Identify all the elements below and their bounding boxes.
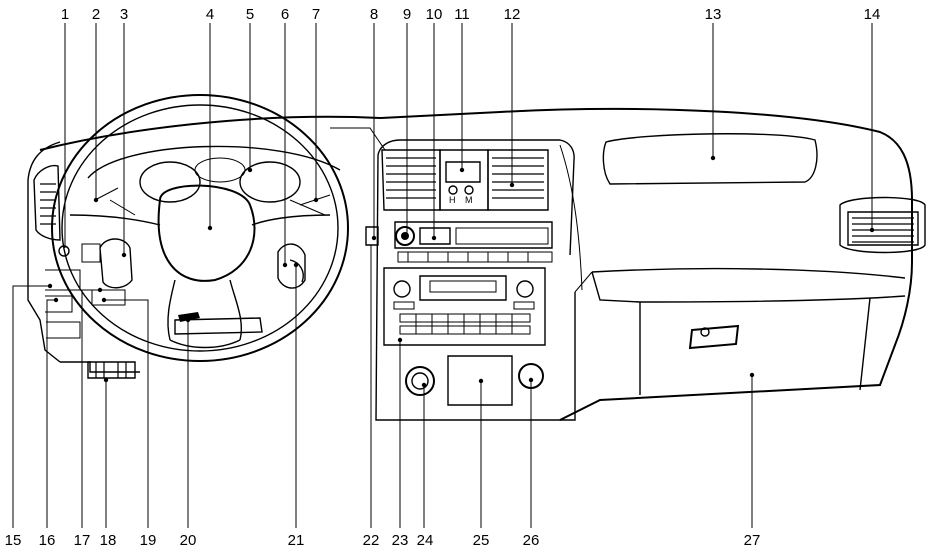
callout-11: 11 [454,6,470,23]
right-switch-cluster [277,243,306,289]
left-switch-cluster [45,238,136,379]
hazard-switch [365,226,379,246]
callout-19: 19 [140,532,157,549]
callout-13: 13 [705,6,722,23]
callout-18: 18 [100,532,117,549]
callout-1: 1 [61,6,69,23]
callout-27: 27 [744,532,761,549]
callout-8: 8 [370,6,378,23]
callout-16: 16 [39,532,56,549]
callout-numbers: 1 2 3 4 5 6 7 8 9 10 11 12 13 14 15 16 1… [5,6,881,549]
callout-14: 14 [864,6,881,23]
callout-2: 2 [92,6,100,23]
callout-26: 26 [523,532,540,549]
mirror-switch-left-label: H [449,195,456,205]
callout-3: 3 [120,6,128,23]
callout-25: 25 [473,532,490,549]
callout-4: 4 [206,6,214,23]
callout-15: 15 [5,532,22,549]
callout-23: 23 [392,532,409,549]
callout-17: 17 [74,532,91,549]
leader-lines [12,23,875,528]
callout-10: 10 [426,6,443,23]
callout-20: 20 [180,532,197,549]
center-stack: H M [375,139,575,421]
instrument-cluster [87,145,341,216]
left-side-vent [33,164,61,241]
callout-24: 24 [417,532,434,549]
steering-wheel [51,94,349,362]
glove-box-latch [688,324,740,350]
callout-12: 12 [504,6,521,23]
callout-9: 9 [403,6,411,23]
right-side-vent [839,196,926,254]
dashboard-outline [27,107,913,421]
callout-5: 5 [246,6,254,23]
passenger-airbag-panel [602,133,818,185]
mirror-switch-right-label: M [465,195,473,205]
tilt-lever [174,312,263,335]
callout-6: 6 [281,6,289,23]
callout-21: 21 [288,532,305,549]
callout-22: 22 [363,532,380,549]
callout-7: 7 [312,6,320,23]
